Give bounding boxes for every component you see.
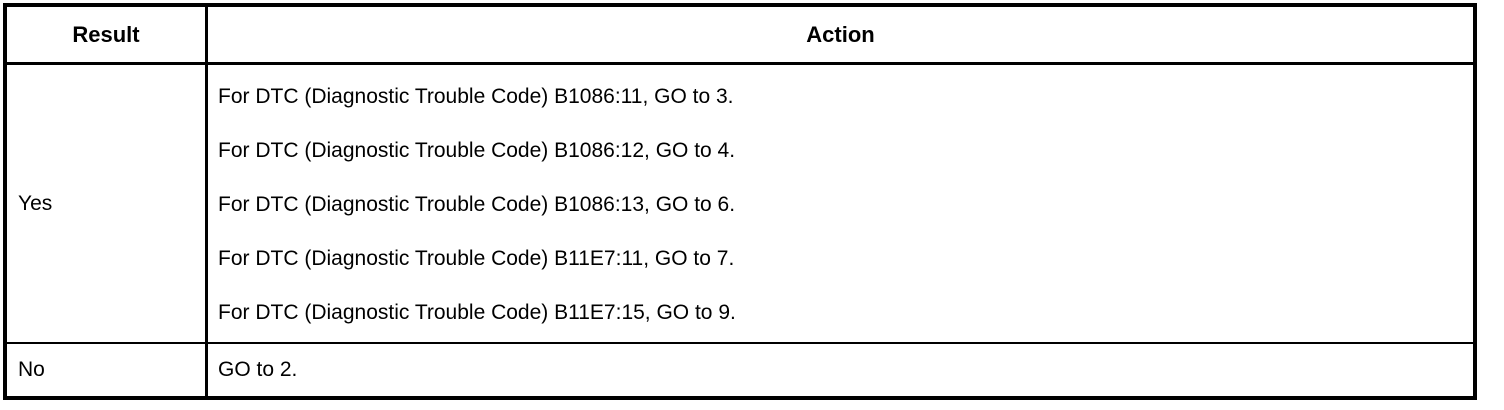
- action-cell-no: GO to 2.: [218, 358, 298, 381]
- action-column-header: Action: [806, 21, 875, 47]
- action-line: For DTC (Diagnostic Trouble Code) B11E7:…: [218, 301, 736, 324]
- result-cell-no: No: [7, 344, 208, 396]
- action-line: For DTC (Diagnostic Trouble Code) B1086:…: [218, 193, 736, 216]
- result-cell-yes: Yes: [7, 65, 208, 342]
- table-header-row: Result Action: [7, 7, 1473, 65]
- action-line: For DTC (Diagnostic Trouble Code) B11E7:…: [218, 247, 735, 270]
- action-list-yes: For DTC (Diagnostic Trouble Code) B1086:…: [208, 65, 1473, 342]
- table-row-yes: Yes For DTC (Diagnostic Trouble Code) B1…: [7, 65, 1473, 344]
- result-action-table: Result Action Yes For DTC (Diagnostic Tr…: [3, 3, 1477, 400]
- result-column-header: Result: [7, 7, 208, 62]
- action-line: For DTC (Diagnostic Trouble Code) B1086:…: [218, 139, 736, 162]
- table-row-no: No GO to 2.: [7, 344, 1473, 396]
- action-line: For DTC (Diagnostic Trouble Code) B1086:…: [218, 85, 734, 108]
